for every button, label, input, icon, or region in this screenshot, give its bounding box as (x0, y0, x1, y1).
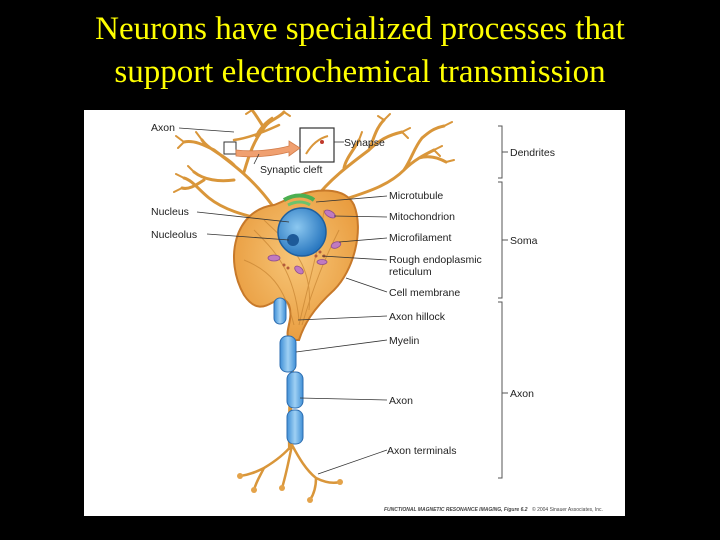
label-mitochondrion: Mitochondrion (389, 211, 455, 223)
region-axon: Axon (510, 388, 534, 400)
label-axon-right: Axon (389, 395, 413, 407)
nucleus (277, 207, 327, 257)
nucleolus (287, 234, 299, 246)
label-nucleolus: Nucleolus (151, 229, 197, 241)
label-rough-er-line-2: reticulum (389, 266, 432, 278)
label-rough-er-line-1: Rough endoplasmic (389, 254, 482, 266)
slide-title-line-2: support electrochemical transmission (114, 54, 606, 90)
dendrites (180, 110, 448, 222)
label-synaptic-cleft: Synaptic cleft (260, 164, 323, 176)
slide-title-line-1: Neurons have specialized processes that (95, 11, 625, 47)
neuron-illustration: Axon Synapse Synaptic cleft Nucleus Nucl… (151, 110, 603, 513)
soma-body (233, 189, 359, 341)
label-axon-hillock: Axon hillock (389, 311, 446, 323)
myelin-sheaths (273, 297, 304, 445)
neuron-diagram: Axon Synapse Synaptic cleft Nucleus Nucl… (84, 110, 625, 516)
label-synapse: Synapse (344, 137, 385, 149)
synaptic-cleft-box (223, 141, 237, 155)
credit-book: FUNCTIONAL MAGNETIC RESONANCE IMAGING, F… (384, 507, 528, 513)
zoom-arrow (235, 140, 301, 158)
slide-title: Neurons have specialized processes that … (0, 8, 720, 94)
label-cell-membrane: Cell membrane (389, 287, 460, 299)
label-axon-top: Axon (151, 122, 175, 134)
region-soma: Soma (510, 235, 538, 247)
synapse-zoom-box (299, 127, 335, 163)
region-dendrites: Dendrites (510, 147, 555, 159)
label-axon-terminals: Axon terminals (387, 445, 456, 457)
label-nucleus: Nucleus (151, 206, 189, 218)
label-microfilament: Microfilament (389, 232, 452, 244)
label-myelin: Myelin (389, 335, 420, 347)
credit-copyright: © 2004 Sinauer Associates, Inc. (532, 506, 603, 513)
label-microtubule: Microtubule (389, 190, 443, 202)
